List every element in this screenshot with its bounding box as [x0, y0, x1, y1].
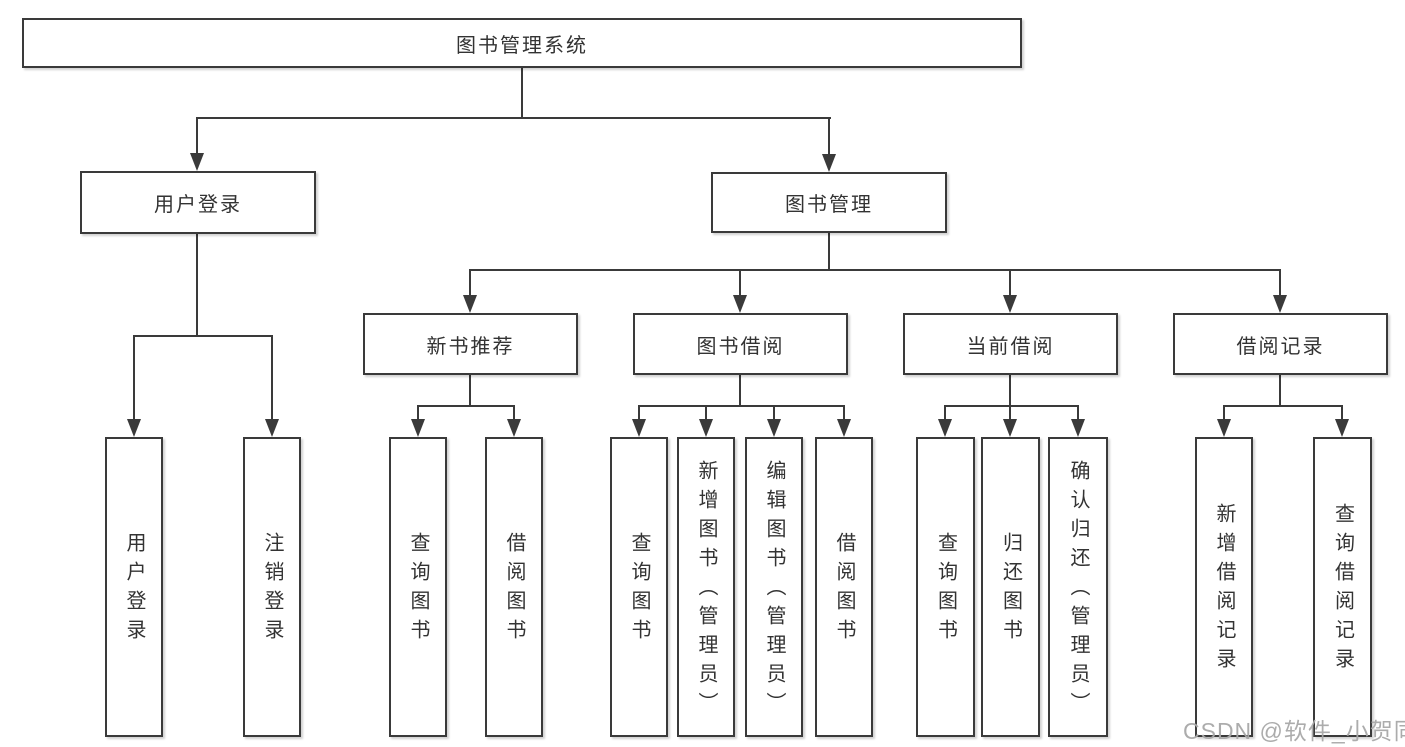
leaf-return-book: 归还图书 — [981, 437, 1040, 737]
arrow-down-icon — [699, 419, 713, 437]
arrow-down-icon — [837, 419, 851, 437]
connector — [843, 405, 845, 419]
leaf-query-book: 查询图书 — [610, 437, 668, 737]
connector — [1279, 269, 1281, 295]
connector — [1077, 405, 1079, 419]
node-root-library-system: 图书管理系统 — [22, 18, 1022, 68]
arrow-down-icon — [822, 154, 836, 172]
arrow-down-icon — [127, 419, 141, 437]
node-book-borrow: 图书借阅 — [633, 313, 848, 375]
connector — [638, 405, 640, 419]
leaf-add-book-admin: 新增图书（管理员） — [677, 437, 735, 737]
connector — [133, 335, 135, 419]
arrow-down-icon — [1273, 295, 1287, 313]
arrow-down-icon — [938, 419, 952, 437]
arrow-down-icon — [411, 419, 425, 437]
connector — [521, 68, 523, 118]
arrow-down-icon — [733, 295, 747, 313]
leaf-borrow-book: 借阅图书 — [815, 437, 873, 737]
arrow-down-icon — [767, 419, 781, 437]
connector — [1279, 375, 1281, 406]
connector — [1009, 405, 1011, 419]
arrow-down-icon — [1003, 419, 1017, 437]
leaf-logout: 注销登录 — [243, 437, 301, 737]
arrow-down-icon — [632, 419, 646, 437]
csdn-watermark: CSDN @软件_小贺同学 — [1183, 718, 1405, 744]
leaf-confirm-return-admin: 确认归还（管理员） — [1048, 437, 1108, 737]
connector — [828, 233, 830, 271]
connector — [773, 405, 775, 419]
arrow-down-icon — [1217, 419, 1231, 437]
leaf-edit-book-admin: 编辑图书（管理员） — [745, 437, 803, 737]
connector — [739, 375, 741, 406]
connector — [417, 405, 515, 407]
leaf-user-login: 用户登录 — [105, 437, 163, 737]
node-book-management: 图书管理 — [711, 172, 947, 233]
connector — [271, 335, 273, 419]
leaf-query-book: 查询图书 — [916, 437, 975, 737]
node-user-login: 用户登录 — [80, 171, 316, 234]
connector — [417, 405, 419, 419]
leaf-query-borrow-record: 查询借阅记录 — [1313, 437, 1372, 737]
connector — [638, 405, 845, 407]
arrow-down-icon — [265, 419, 279, 437]
arrow-down-icon — [1071, 419, 1085, 437]
node-current-borrow: 当前借阅 — [903, 313, 1118, 375]
arrow-down-icon — [1335, 419, 1349, 437]
arrow-down-icon — [190, 153, 204, 171]
arrow-down-icon — [463, 295, 477, 313]
connector — [513, 405, 515, 419]
connector — [1223, 405, 1343, 407]
node-borrow-record: 借阅记录 — [1173, 313, 1388, 375]
connector — [196, 117, 198, 153]
connector — [1009, 269, 1011, 295]
node-new-book-recommend: 新书推荐 — [363, 313, 578, 375]
connector — [944, 405, 1079, 407]
connector — [705, 405, 707, 419]
connector — [469, 375, 471, 406]
leaf-add-borrow-record: 新增借阅记录 — [1195, 437, 1253, 737]
connector — [469, 269, 471, 295]
arrow-down-icon — [507, 419, 521, 437]
connector — [739, 269, 741, 295]
connector — [1009, 375, 1011, 406]
leaf-query-book: 查询图书 — [389, 437, 447, 737]
connector — [1341, 405, 1343, 419]
connector — [469, 269, 1281, 271]
connector — [1223, 405, 1225, 419]
connector — [133, 335, 273, 337]
leaf-borrow-book: 借阅图书 — [485, 437, 543, 737]
connector — [196, 117, 831, 119]
connector — [828, 117, 830, 154]
connector — [944, 405, 946, 419]
connector — [196, 234, 198, 337]
arrow-down-icon — [1003, 295, 1017, 313]
